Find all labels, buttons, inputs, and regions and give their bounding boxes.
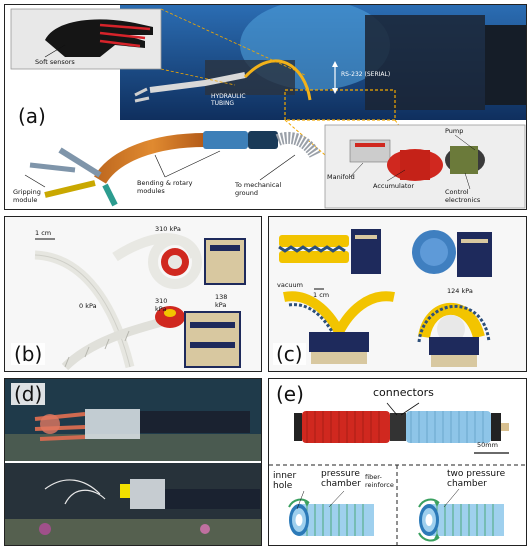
connectors-label: connectors [373,386,434,399]
single-chamber-cross-section [288,498,374,536]
panel-d: (d) [4,378,262,546]
electronics-box-outline [284,89,396,121]
pressure-138-label: 138 kPa [215,293,228,309]
panel-a-label: (a) [15,105,49,127]
panel-e-label: (e) [273,383,307,405]
fiber-reinforce-label: fiber-reinforce [365,473,394,489]
pressure-310-top-label: 310 kPa [155,225,181,233]
gripper-open [278,229,381,274]
panel-b-illustration [5,217,261,371]
scale-1cm-label: 1 cm [313,291,330,299]
gripper-holding-object [417,302,491,367]
pressure-chamber-label: pressure chamber [321,469,361,489]
scale-1cm-label: 1 cm [35,229,52,237]
control-electronics-label: Control electronics [445,188,481,204]
curled-actuator-top [112,233,246,289]
soft-gripper-seafloor [39,479,260,535]
hydraulic-tubing-label: HYDRAULIC TUBING [211,93,246,107]
accumulator-label: Accumulator [373,182,415,190]
two-pressure-chamber-label: two pressure chamber [447,469,506,489]
rs232-label: RS-232 (SERIAL) [341,71,391,78]
pressure-310-bottom-label: 310 kPa [155,297,168,313]
panel-a-illustration [10,5,526,209]
panel-c-label: (c) [273,343,306,365]
panel-b-label: (b) [11,343,46,365]
two-chamber-cross-section [418,498,504,542]
gripper-arch [283,291,395,364]
panel-d-label: (d) [11,383,46,405]
panel-c: (c) vacuum 1 cm 124 kPa [268,216,527,372]
glove [45,19,153,58]
vacuum-label: vacuum [277,281,303,289]
bending-rotary-label: Bending & rotary modules [137,179,193,195]
panel-e: (e) connectors 50mm inner hole pressure … [268,378,527,546]
panel-d-illustration [5,379,261,545]
soft-sensors-label: Soft sensors [35,58,75,66]
panel-a: (a) Soft sensors RS-232 (SERIAL) HYDRAUL… [4,4,527,210]
pressure-0-label: 0 kPa [79,302,97,310]
pressure-124-label: 124 kPa [447,287,473,295]
pump-label: Pump [445,127,464,135]
mechanical-ground-label: To mechanical ground [235,181,282,197]
soft-gripper-coral [34,409,250,441]
dual-chamber-actuator [294,411,509,443]
curled-actuator-bottom [61,306,241,371]
panel-b: (b) 1 cm 310 kPa 0 kPa 310 kPa 138 kPa [4,216,262,372]
gripper-spiky [412,230,492,277]
cad-soft-arm [29,131,321,207]
inner-hole-label: inner hole [273,471,297,491]
panel-c-illustration [269,217,526,371]
manifold-label: Manifold [327,173,355,181]
gripping-module-label: Gripping module [13,188,41,204]
scale-50mm-label: 50mm [477,441,498,449]
panel-e-illustration [269,402,526,545]
